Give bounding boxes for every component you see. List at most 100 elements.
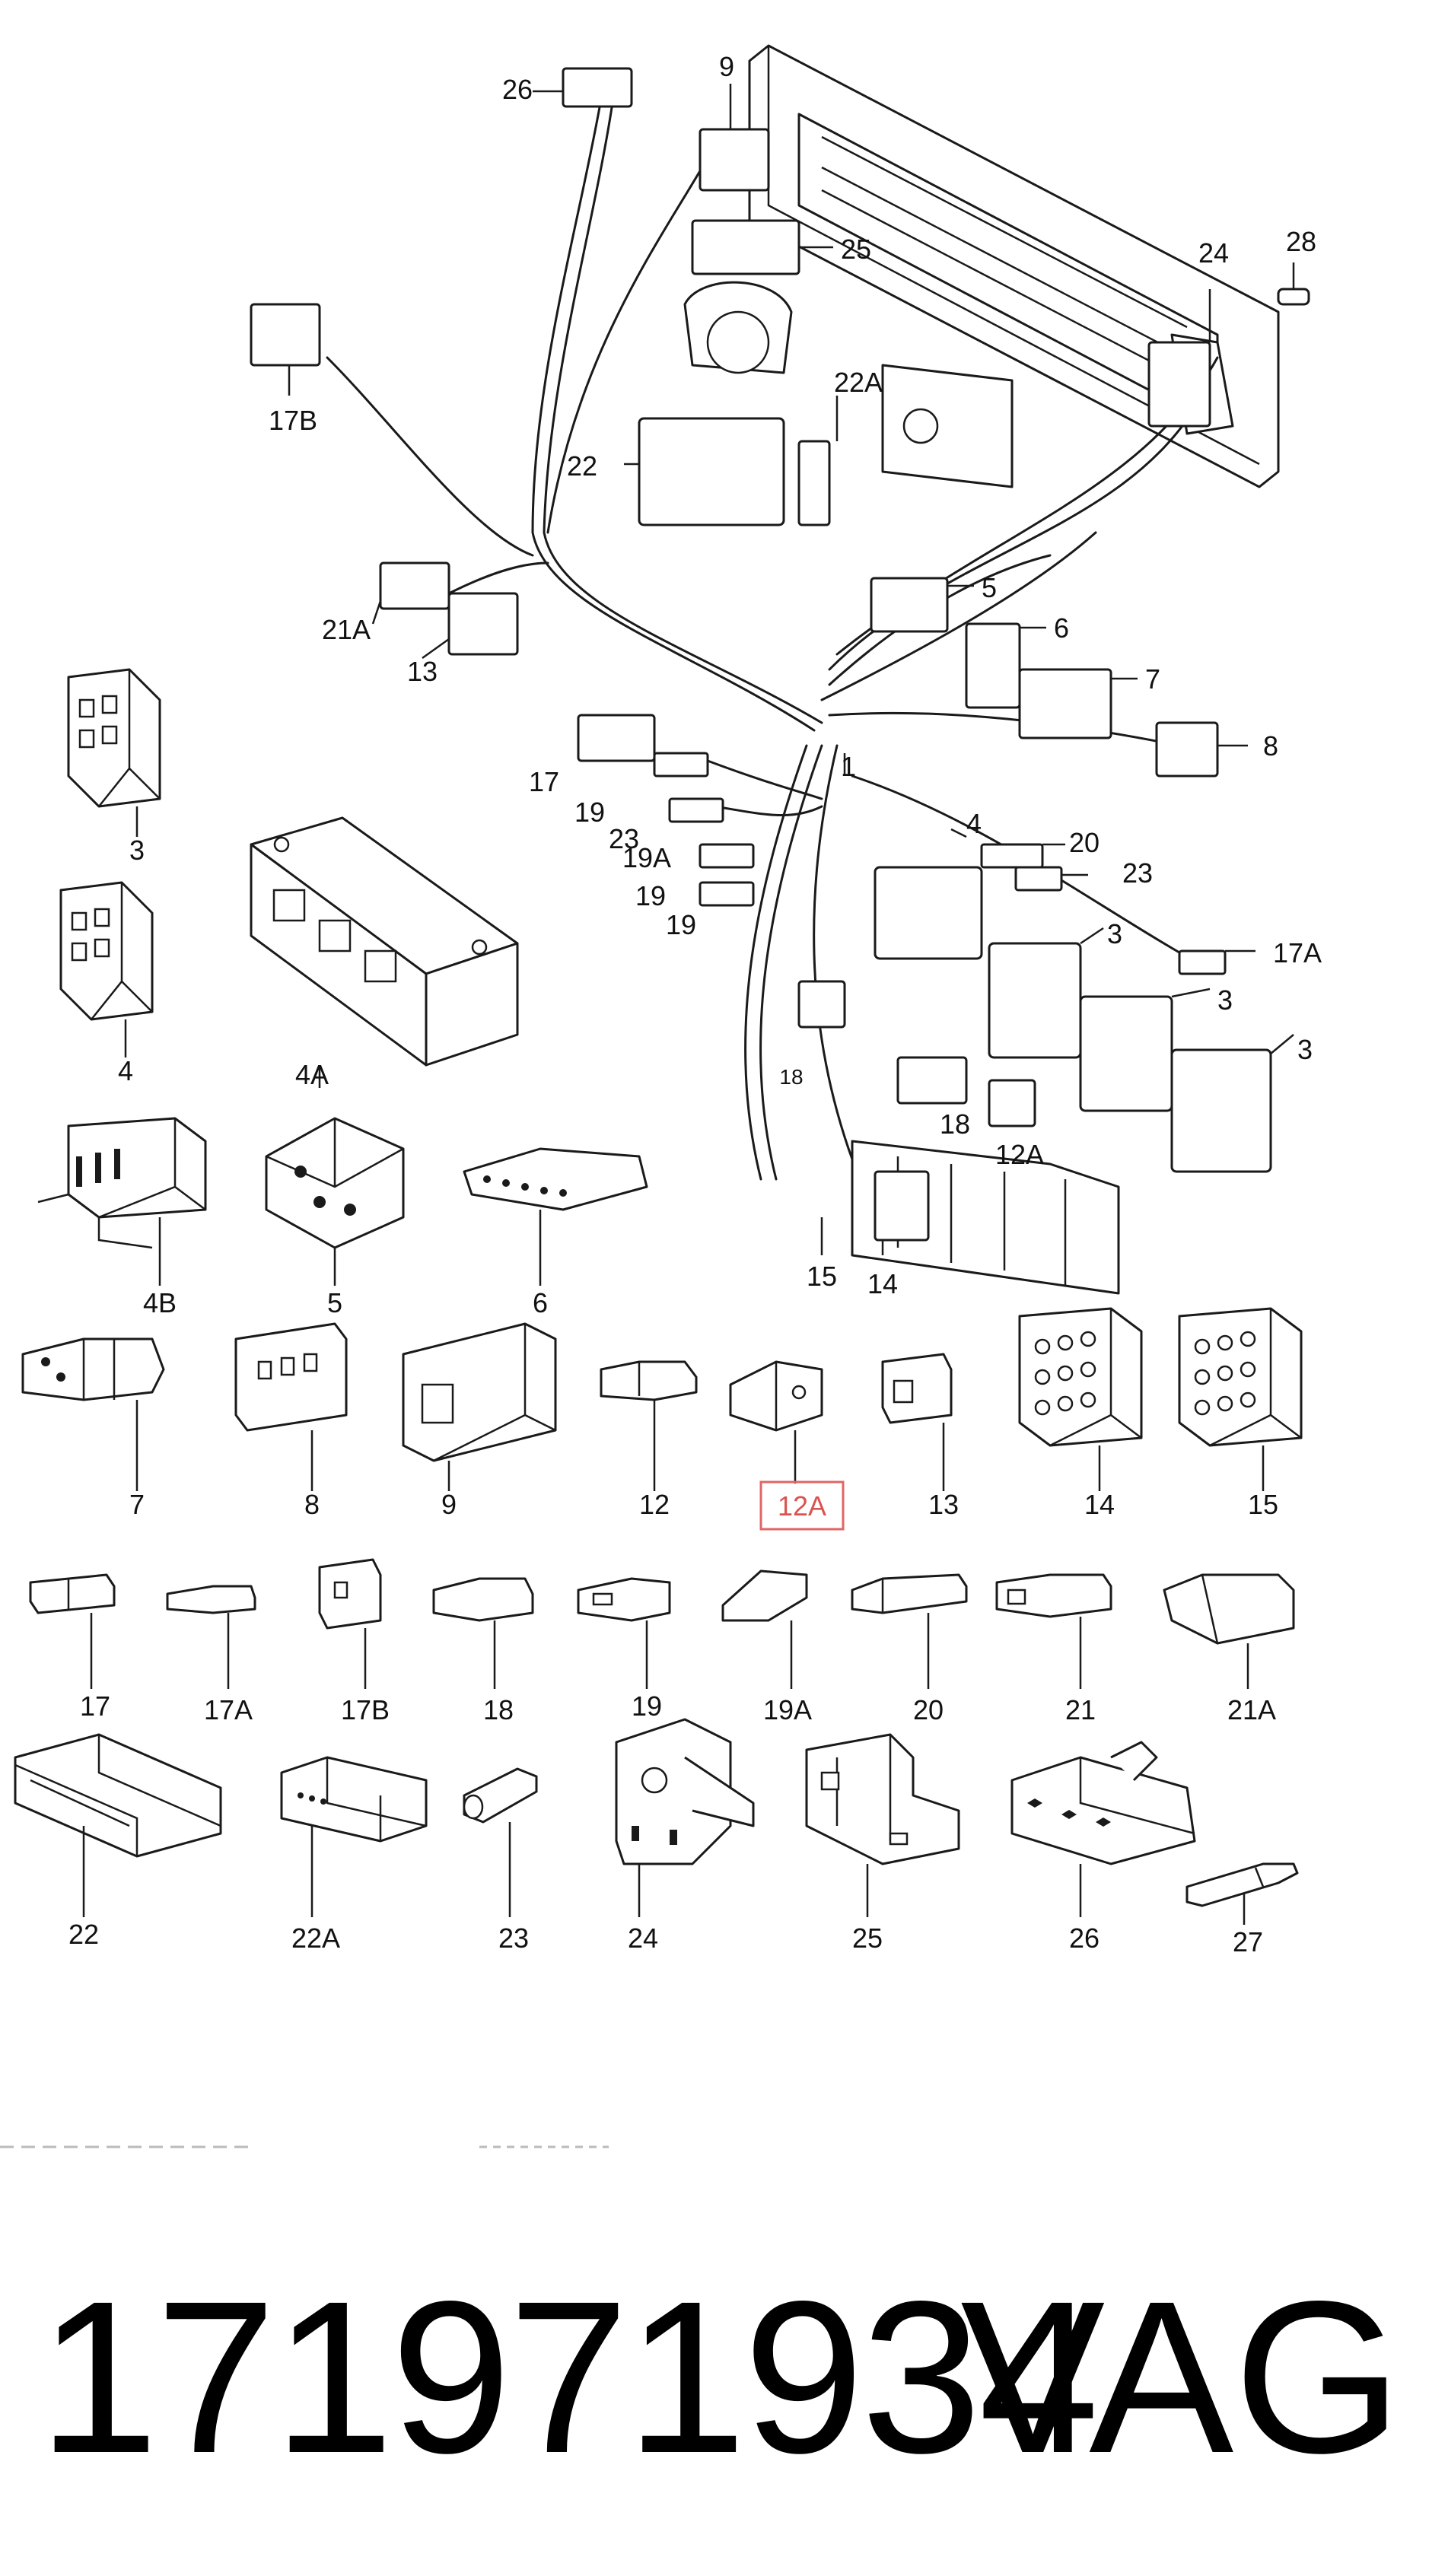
- callout-4b: 4B: [143, 1287, 177, 1318]
- part-17: [29, 1573, 116, 1689]
- callout-21a: 21A: [322, 614, 371, 645]
- callout-1: 1: [841, 751, 856, 782]
- part-26: [1010, 1741, 1196, 1917]
- part-9: [402, 1322, 557, 1491]
- callout-leaders: [288, 84, 1295, 1255]
- callout-4-right: 4: [966, 808, 982, 839]
- part-13: [881, 1353, 953, 1491]
- part-24: [615, 1718, 755, 1917]
- callout-3-c: 3: [1297, 1034, 1313, 1065]
- callout-14-part: 14: [1084, 1489, 1115, 1520]
- part-25: [805, 1733, 960, 1917]
- relay-socket-4: [59, 881, 154, 1057]
- callout-3-b: 3: [1217, 984, 1233, 1016]
- relay-socket-3: [67, 668, 161, 837]
- callout-9-part: 9: [441, 1489, 457, 1520]
- callout-21a-part: 21A: [1227, 1694, 1276, 1725]
- callout-22a: 22A: [834, 367, 883, 398]
- callout-22-part: 22: [68, 1919, 99, 1950]
- callout-23-right: 23: [1122, 857, 1153, 889]
- callout-8-part: 8: [304, 1489, 320, 1520]
- part-7: [21, 1337, 165, 1491]
- part-21a: [1163, 1573, 1295, 1689]
- callout-18: 18: [940, 1108, 970, 1140]
- wiring-harness-diagram: 26 9 25 24 28 17B 22A 22 5 6 7 21A 13 8 …: [0, 44, 1322, 2148]
- part-22a: [280, 1756, 428, 1917]
- callout-3-a: 3: [1107, 918, 1122, 949]
- callout-4a: 4A: [295, 1059, 329, 1090]
- part-20: [851, 1573, 968, 1689]
- callout-19-top: 19: [574, 797, 605, 828]
- callout-19a-part: 19A: [763, 1694, 812, 1725]
- callout-18-part: 18: [483, 1694, 514, 1725]
- connector-strip-6: [463, 1147, 648, 1286]
- callout-5-part: 5: [327, 1287, 342, 1318]
- callout-24: 24: [1198, 237, 1229, 269]
- part-23: [463, 1767, 538, 1917]
- part-12: [600, 1360, 698, 1491]
- part-number: 171971934: [38, 2256, 1100, 2498]
- part-21: [995, 1573, 1112, 1689]
- callout-7-part: 7: [129, 1489, 145, 1520]
- assembled-connectors: [250, 67, 1310, 1295]
- callout-27-part: 27: [1233, 1926, 1263, 1957]
- callout-17-part: 17: [80, 1690, 110, 1722]
- callout-labels: 26 9 25 24 28 17B 22A 22 5 6 7 21A 13 8 …: [68, 51, 1322, 1957]
- relay-4b: [37, 1117, 207, 1286]
- callout-6: 6: [1054, 612, 1069, 644]
- callout-12-part: 12: [639, 1489, 670, 1520]
- part-19a: [721, 1569, 808, 1689]
- callout-19-mid: 19: [635, 880, 666, 911]
- part-12a: [729, 1360, 845, 1531]
- highlight-box: [759, 1480, 845, 1531]
- callout-5: 5: [982, 572, 997, 603]
- part-19: [577, 1577, 671, 1689]
- part-17b: [318, 1558, 382, 1689]
- callout-3-left: 3: [129, 835, 145, 866]
- connector-housing-5: [265, 1117, 405, 1286]
- callout-9: 9: [719, 51, 734, 82]
- callout-15-part: 15: [1248, 1489, 1278, 1520]
- callout-6-part: 6: [533, 1287, 548, 1318]
- callout-26-part: 26: [1069, 1922, 1100, 1954]
- callout-20-part: 20: [913, 1694, 944, 1725]
- callout-23-left: 23: [609, 823, 639, 854]
- part-15: [1178, 1307, 1303, 1491]
- callout-17b-part: 17B: [341, 1694, 390, 1725]
- callout-8: 8: [1263, 730, 1278, 762]
- callout-4-left: 4: [118, 1055, 133, 1086]
- callout-17b: 17B: [269, 405, 317, 436]
- footer: 171971934 VAG: [0, 2252, 1448, 2503]
- callout-22: 22: [567, 450, 597, 482]
- callout-13: 13: [407, 656, 438, 687]
- callout-12a-highlighted: 12A: [778, 1490, 826, 1522]
- callout-19-part: 19: [632, 1690, 662, 1722]
- part-14: [1018, 1307, 1143, 1491]
- callout-15-top: 15: [807, 1261, 837, 1292]
- part-27: [1185, 1862, 1299, 1925]
- callout-7: 7: [1145, 663, 1160, 695]
- callout-22a-part: 22A: [291, 1922, 340, 1954]
- callout-18-small: 18: [779, 1065, 803, 1089]
- callout-14-top: 14: [867, 1268, 898, 1299]
- callout-13-part: 13: [928, 1489, 959, 1520]
- relay-plate-4a: [250, 816, 519, 1088]
- part-18: [432, 1577, 534, 1689]
- callout-19a: 19A: [622, 842, 671, 873]
- callout-25: 25: [841, 234, 871, 265]
- callout-17a-part: 17A: [204, 1694, 253, 1725]
- callout-20: 20: [1069, 827, 1100, 858]
- part-22: [14, 1733, 222, 1917]
- part-8: [234, 1322, 348, 1491]
- callout-25-part: 25: [852, 1922, 883, 1954]
- brand-name: VAG: [960, 2256, 1402, 2498]
- part-17a: [166, 1585, 256, 1689]
- callout-12a-top: 12A: [995, 1139, 1044, 1170]
- callout-23-part: 23: [498, 1922, 529, 1954]
- instrument-panel-assembly: [683, 44, 1280, 488]
- callout-26: 26: [502, 74, 533, 105]
- callout-24-part: 24: [628, 1922, 658, 1954]
- callout-21-part: 21: [1065, 1694, 1096, 1725]
- callout-19-low: 19: [666, 909, 696, 940]
- callout-28: 28: [1286, 226, 1316, 257]
